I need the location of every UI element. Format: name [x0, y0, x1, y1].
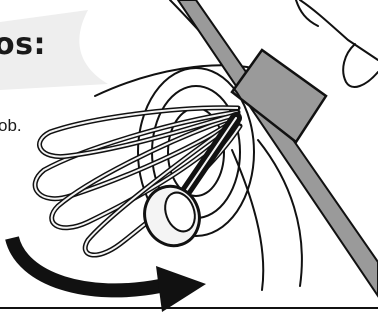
- instruction-fragment: ob.: [0, 117, 22, 134]
- appliance-body-right: [300, 0, 378, 60]
- rotation-arrowhead: [156, 266, 206, 312]
- section-heading: os:: [0, 30, 46, 60]
- attachment-hub: [232, 50, 326, 142]
- mixer-head-curve: [343, 44, 378, 87]
- lower-housing-2: [232, 150, 263, 290]
